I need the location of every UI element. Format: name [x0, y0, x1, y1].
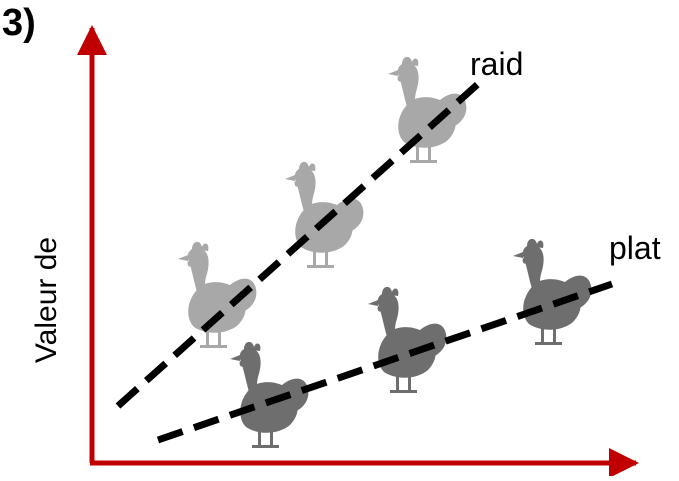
- panel-label: 3): [2, 2, 36, 44]
- steep-dashed-line: [115, 81, 481, 409]
- steep-line-label: raid: [470, 46, 524, 82]
- y-axis-label: Valeur de: [30, 236, 63, 364]
- flat-dashed-line: [156, 280, 614, 444]
- hen-icon: [388, 56, 467, 163]
- hen-icon: [513, 238, 592, 345]
- hen-icon: [368, 286, 447, 393]
- flat-line-label: plat: [609, 230, 661, 266]
- hen-icon: [285, 161, 364, 268]
- hen-icon: [230, 341, 309, 448]
